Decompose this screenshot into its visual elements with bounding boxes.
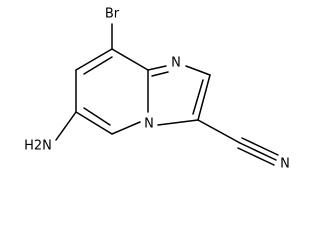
atom-label-amine: H2N — [24, 139, 52, 154]
bond-c2-c3 — [197, 74, 211, 121]
bond-cn-triple-3 — [237, 147, 275, 166]
bond-c8a-n1 — [147, 65, 167, 71]
bond-c3-n4 — [157, 119, 199, 126]
bond-c6-nh2 — [55, 111, 77, 141]
bond-cn-triple-1 — [239, 142, 277, 161]
bond-c8a-n1-double — [151, 71, 169, 77]
structure-svg: Br N N N H2N — [24, 7, 290, 172]
bond-n4-c5 — [111, 121, 141, 135]
atom-label-n-top: N — [171, 56, 181, 71]
bond-c5-c6-inner — [83, 107, 111, 126]
bond-c7-c8 — [75, 48, 113, 71]
bond-c5-c6 — [75, 111, 113, 135]
bond-n1-c2 — [185, 65, 211, 76]
bond-c3-cn — [197, 119, 241, 144]
bond-cn-triple-2 — [241, 137, 279, 156]
atom-label-n-nitrile: N — [280, 157, 290, 172]
bond-c2-c3-double — [192, 79, 204, 115]
atom-label-n-bridge: N — [144, 117, 154, 132]
bond-c7-c8-inner — [83, 56, 113, 75]
molecule-structure-diagram: Br N N N H2N — [24, 6, 290, 172]
bond-c8-c8a — [111, 48, 149, 71]
atom-label-br: Br — [105, 7, 120, 22]
